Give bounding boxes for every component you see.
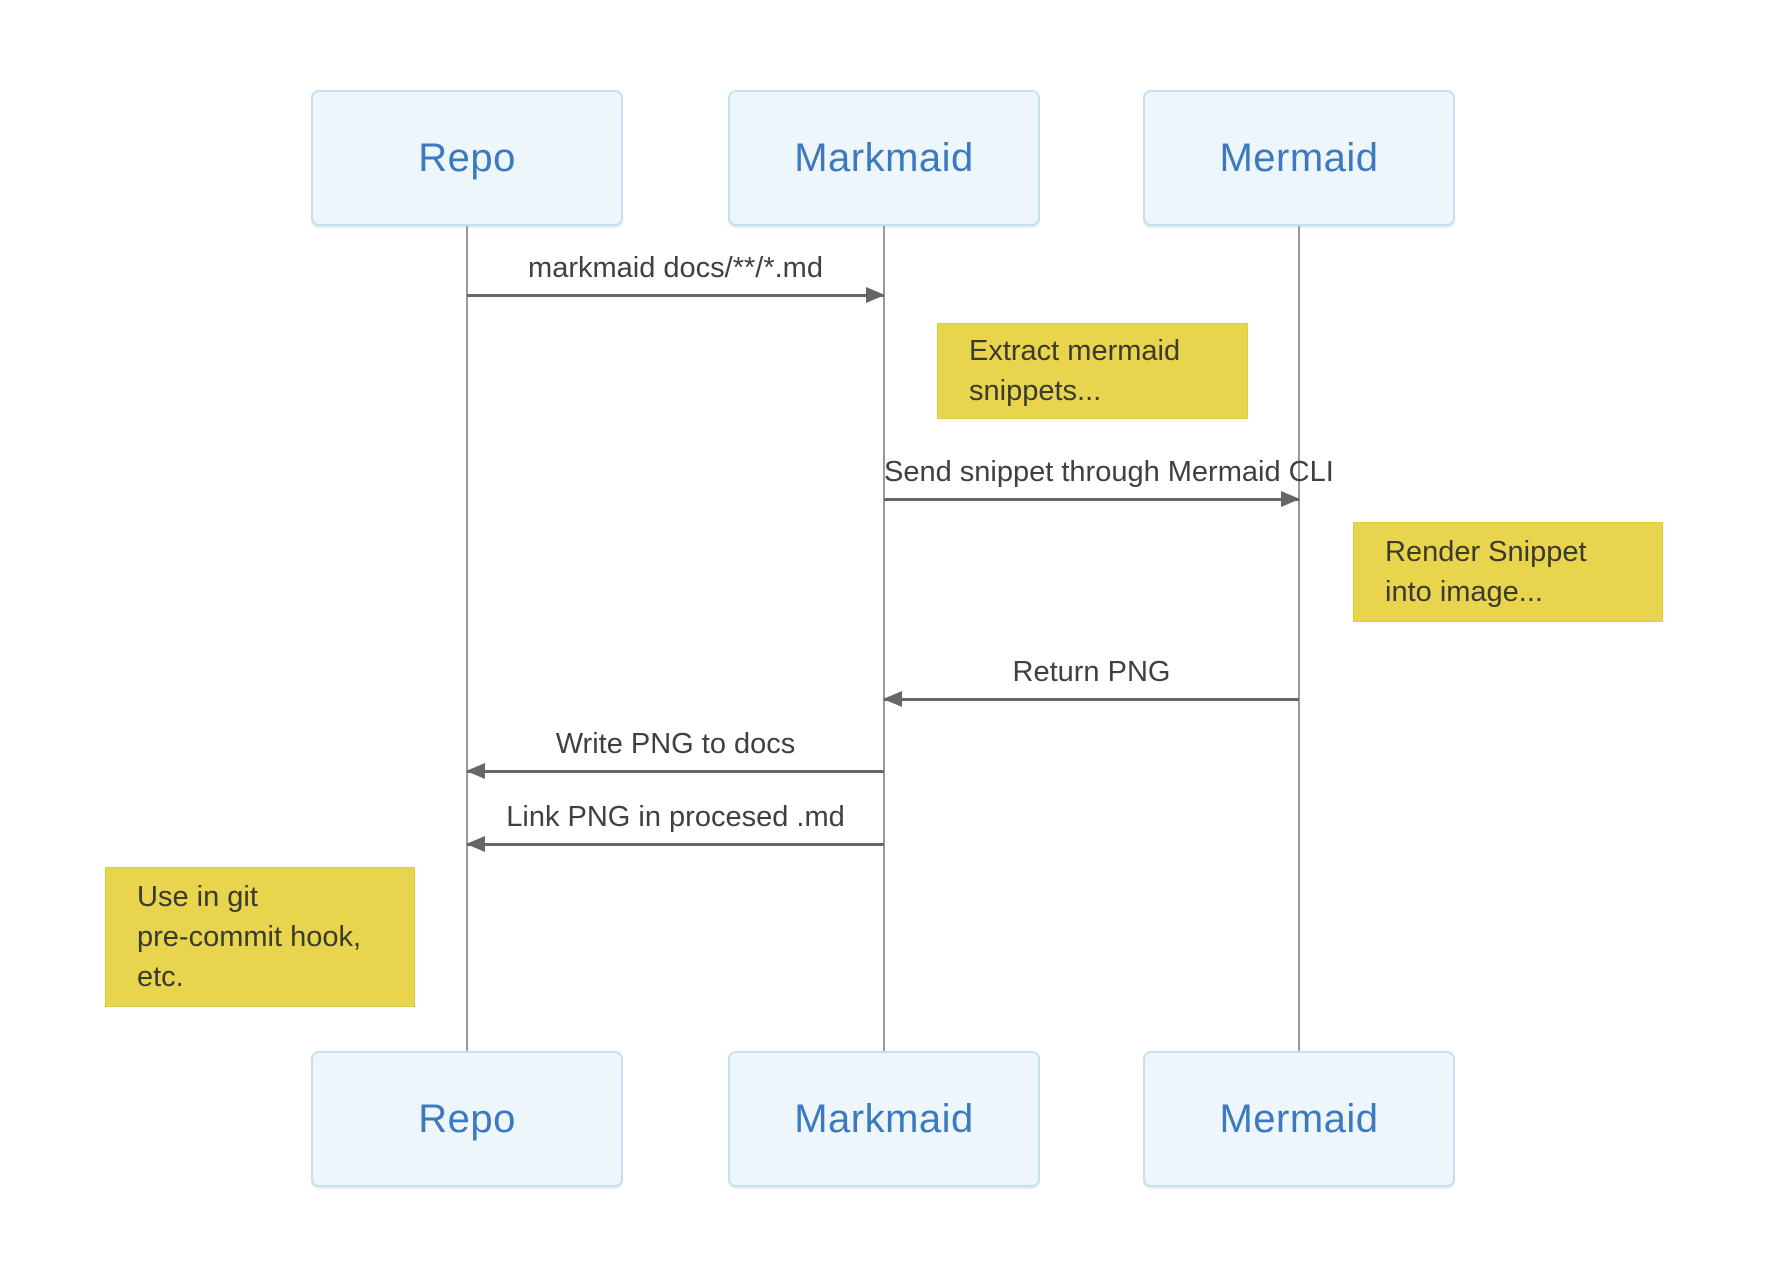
arrowhead-left-icon	[466, 836, 485, 852]
message-label: Return PNG	[1012, 656, 1171, 688]
actor-top-markmaid: Markmaid	[728, 90, 1040, 226]
actor-bottom-markmaid: Markmaid	[728, 1051, 1040, 1187]
message-label: Write PNG to docs	[555, 728, 796, 760]
actor-bottom-mermaid: Mermaid	[1143, 1051, 1455, 1187]
note-extract-snippets: Extract mermaid snippets...	[937, 323, 1248, 419]
message-markmaid-docs: markmaid docs/**/*.md	[467, 251, 885, 303]
lifeline-repo	[466, 226, 468, 1051]
message-link-png: Link PNG in procesed .md	[466, 800, 884, 852]
message-label: Send snippet through Mermaid CLI	[884, 456, 1334, 488]
message-arrow	[884, 491, 1300, 507]
lifeline-mermaid	[1298, 226, 1300, 1051]
lifeline-markmaid	[883, 226, 885, 1051]
note-git-hook: Use in git pre-commit hook, etc.	[105, 867, 415, 1007]
message-arrow	[883, 691, 1299, 707]
message-write-png: Write PNG to docs	[466, 727, 884, 779]
arrowhead-left-icon	[883, 691, 902, 707]
arrowhead-right-icon	[866, 287, 885, 303]
actor-top-mermaid: Mermaid	[1143, 90, 1455, 226]
actor-top-repo: Repo	[311, 90, 623, 226]
actor-label: Mermaid	[1219, 135, 1379, 180]
actor-label: Markmaid	[794, 1096, 974, 1141]
message-arrow	[466, 763, 884, 779]
actor-label: Repo	[418, 1096, 516, 1141]
arrowhead-right-icon	[1281, 491, 1300, 507]
actor-label: Repo	[418, 135, 516, 180]
message-return-png: Return PNG	[883, 655, 1299, 707]
message-arrow	[467, 287, 885, 303]
message-label: markmaid docs/**/*.md	[528, 252, 823, 284]
actor-bottom-repo: Repo	[311, 1051, 623, 1187]
actor-label: Markmaid	[794, 135, 974, 180]
arrowhead-left-icon	[466, 763, 485, 779]
message-send-snippet: Send snippet through Mermaid CLI	[884, 455, 1334, 507]
message-arrow	[466, 836, 884, 852]
note-render-snippet: Render Snippet into image...	[1353, 522, 1663, 622]
actor-label: Mermaid	[1219, 1096, 1379, 1141]
message-label: Link PNG in procesed .md	[506, 801, 845, 833]
